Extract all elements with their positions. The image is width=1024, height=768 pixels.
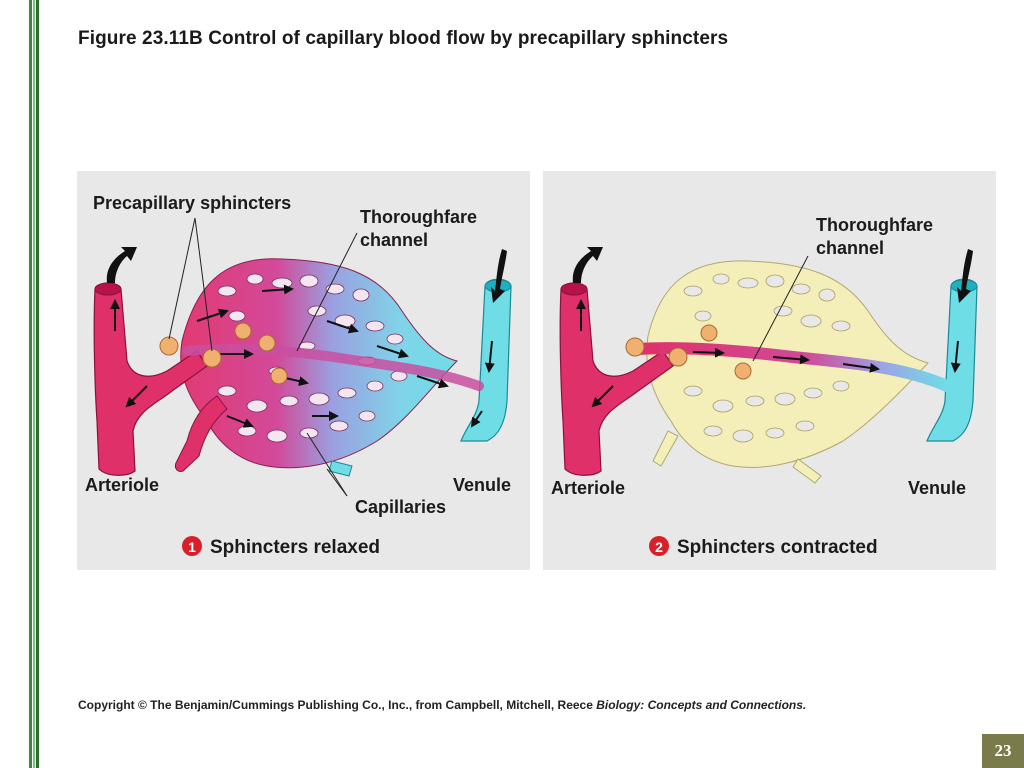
step-number-2: 2 — [655, 539, 663, 555]
sphincter-2 — [668, 347, 688, 367]
step-badge-1 — [182, 536, 202, 556]
left-rail-dark — [36, 0, 39, 768]
blood-in-arrow — [957, 249, 973, 303]
venule-vessel — [460, 278, 512, 442]
closed-lower-branch-left — [652, 430, 679, 467]
label-precapillary-sphincters: Precapillary sphincters — [93, 193, 291, 213]
panel-sphincters-contracted: Thoroughfare channel Arteriole Venule 2 … — [543, 171, 996, 570]
capillary-bed-relaxed-diagram: Precapillary sphincters Thoroughfare cha… — [85, 193, 512, 558]
blood-out-arrow — [106, 247, 137, 283]
label-capillaries: Capillaries — [355, 497, 446, 517]
sphincter-5 — [270, 367, 288, 385]
page-number-badge: 23 — [982, 734, 1024, 768]
leader-lines — [168, 217, 358, 497]
sphincter-1 — [159, 336, 179, 356]
sphincter-3 — [700, 324, 718, 342]
capillary-bed — [180, 258, 458, 469]
sphincter-2 — [202, 348, 222, 368]
arteriole-lower-branch — [174, 395, 228, 472]
arteriole-opening — [94, 282, 122, 296]
label-venule: Venule — [908, 478, 966, 498]
copyright-line: Copyright © The Benjamin/Cummings Publis… — [78, 698, 806, 712]
capillary-mesh-closed — [683, 273, 851, 443]
arteriole-opening — [560, 282, 588, 296]
precapillary-sphincters — [159, 322, 288, 385]
blood-out-arrow — [572, 247, 603, 283]
closed-lower-branch-right — [792, 458, 822, 484]
copyright-book-title: Biology: Concepts and Connections. — [596, 698, 807, 712]
caption-sphincters-relaxed: Sphincters relaxed — [210, 537, 380, 558]
venule-vessel — [926, 278, 978, 442]
thoroughfare-channel — [632, 342, 953, 392]
caption-sphincters-contracted: Sphincters contracted — [677, 537, 878, 558]
copyright-text: Copyright © The Benjamin/Cummings Publis… — [78, 698, 593, 712]
label-venule: Venule — [453, 475, 511, 495]
flow-arrows — [110, 284, 495, 428]
precapillary-sphincters-contracted — [625, 324, 752, 380]
sphincter-4 — [734, 362, 752, 380]
label-arteriole: Arteriole — [85, 475, 159, 495]
blood-in-arrow — [491, 249, 507, 303]
figure-title: Figure 23.11B Control of capillary blood… — [78, 28, 729, 49]
sphincter-4 — [258, 334, 276, 352]
leader-lines — [752, 255, 809, 362]
thoroughfare-channel — [182, 344, 484, 391]
step-badge-2 — [649, 536, 669, 556]
left-rail-green-outer — [29, 0, 32, 768]
sphincter-1 — [625, 337, 645, 357]
capillary-bed-closed — [646, 260, 929, 468]
label-thoroughfare-line1: Thoroughfare — [360, 207, 477, 227]
capillary-bed-contracted-diagram: Thoroughfare channel Arteriole Venule 2 … — [551, 215, 978, 558]
step-number-1: 1 — [188, 539, 196, 555]
label-arteriole: Arteriole — [551, 478, 625, 498]
panel-sphincters-relaxed: Precapillary sphincters Thoroughfare cha… — [77, 171, 530, 570]
left-rail-green-inner — [33, 0, 35, 768]
label-thoroughfare-line1: Thoroughfare — [816, 215, 933, 235]
venule-lower-tube — [328, 460, 353, 477]
flow-arrows — [576, 299, 961, 408]
label-thoroughfare-line2: channel — [360, 230, 428, 250]
sphincter-3 — [234, 322, 252, 340]
label-thoroughfare-line2: channel — [816, 238, 884, 258]
